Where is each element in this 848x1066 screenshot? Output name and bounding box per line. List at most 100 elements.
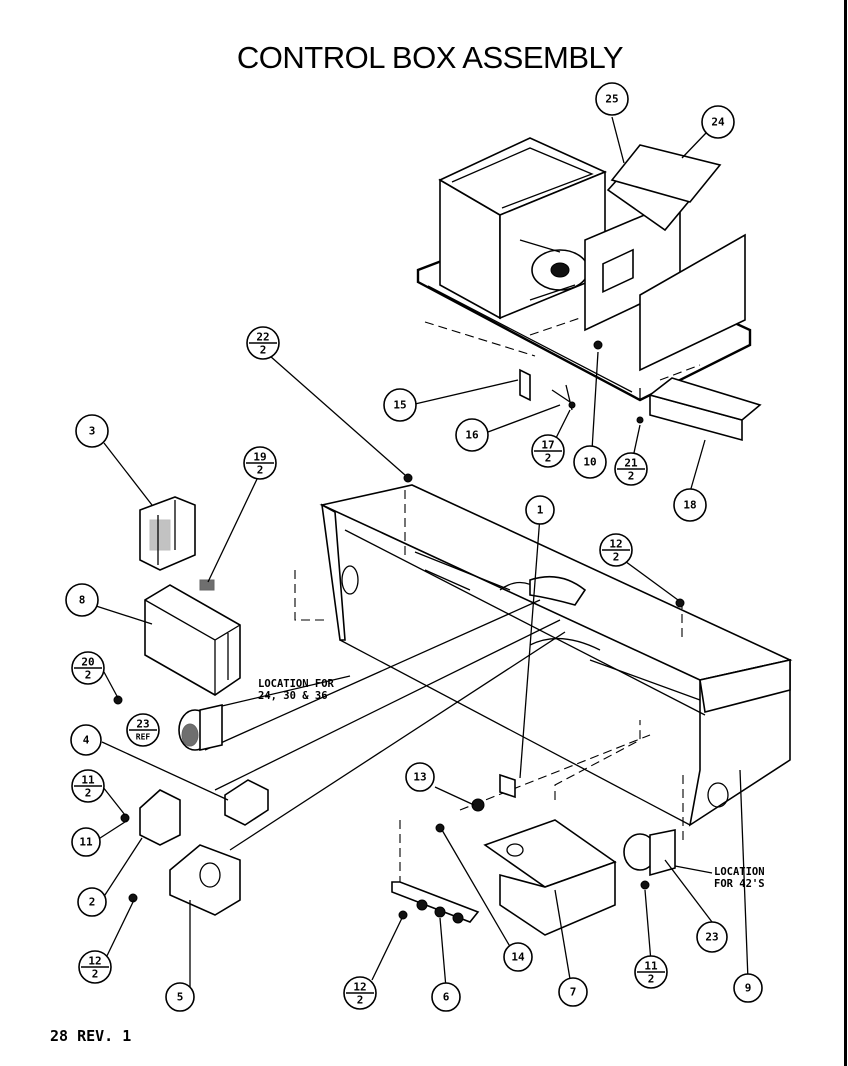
callout-part-number: 15 xyxy=(393,399,406,412)
part-callout: 14 xyxy=(503,942,533,972)
part-callout: 5 xyxy=(165,982,195,1012)
callout-circle xyxy=(733,973,763,1003)
part-callout: 24 xyxy=(701,105,735,139)
callout-quantity: 2 xyxy=(613,551,620,564)
page-border xyxy=(844,0,847,1066)
note-line: LOCATION xyxy=(714,866,765,878)
part-callout: 6 xyxy=(431,982,461,1012)
callout-part-number: 12 xyxy=(88,955,101,968)
part-callout: 3 xyxy=(75,414,109,448)
location-note-24-30-36: LOCATION FOR 24, 30 & 36 xyxy=(258,678,335,702)
part-callout: 13 xyxy=(405,762,435,792)
callout-circle xyxy=(77,887,107,917)
location-note-42: LOCATION FOR 42'S xyxy=(714,866,765,890)
callout-quantity: 2 xyxy=(260,344,267,357)
callout-quantity: REF xyxy=(136,733,151,742)
part-callout: 122 xyxy=(78,950,112,984)
callout-circle xyxy=(558,977,588,1007)
part-callout: 172 xyxy=(531,434,565,468)
callout-circle xyxy=(70,724,102,756)
callout-part-number: 7 xyxy=(570,986,577,999)
part-callout: 212 xyxy=(614,452,648,486)
part-callout: 112 xyxy=(634,955,668,989)
callout-part-number: 17 xyxy=(541,439,554,452)
part-callout: 4 xyxy=(70,724,102,756)
part-callout: 11 xyxy=(71,827,101,857)
callout-part-number: 11 xyxy=(81,774,95,787)
note-line: 24, 30 & 36 xyxy=(258,690,328,702)
part-callout: 1 xyxy=(525,495,555,525)
callout-part-number: 4 xyxy=(83,734,90,747)
callout-quantity: 2 xyxy=(545,452,552,465)
callout-part-number: 8 xyxy=(79,594,86,607)
callout-part-number: 16 xyxy=(465,429,479,442)
part-callout: 10 xyxy=(573,445,607,479)
callout-quantity: 2 xyxy=(628,470,635,483)
part-callout: 112 xyxy=(71,769,105,803)
callout-circle xyxy=(165,982,195,1012)
callout-circle xyxy=(595,82,629,116)
callout-part-number: 11 xyxy=(79,836,93,849)
callout-part-number: 5 xyxy=(177,991,184,1004)
part-callout: 16 xyxy=(455,418,489,452)
callout-circle xyxy=(525,495,555,525)
callout-part-number: 23 xyxy=(136,718,149,731)
callout-quantity: 2 xyxy=(357,994,364,1007)
callout-part-number: 13 xyxy=(413,771,426,784)
callout-quantity: 2 xyxy=(85,787,92,800)
leader-lines xyxy=(95,116,749,992)
callout-part-number: 12 xyxy=(609,538,622,551)
note-line: LOCATION FOR xyxy=(258,678,335,690)
part-callout: 222 xyxy=(246,326,280,360)
callout-circle xyxy=(75,414,109,448)
part-callout: 15 xyxy=(383,388,417,422)
callout-part-number: 20 xyxy=(81,656,94,669)
part-callout: 122 xyxy=(343,976,377,1010)
part-callout: 8 xyxy=(65,583,99,617)
callout-circle xyxy=(383,388,417,422)
part-callout: 18 xyxy=(673,488,707,522)
revision-label: 28 REV. 1 xyxy=(50,1027,132,1045)
callout-part-number: 24 xyxy=(711,116,725,129)
part-callout: 25 xyxy=(595,82,629,116)
callout-circle xyxy=(573,445,607,479)
callout-part-number: 18 xyxy=(683,499,696,512)
callout-circle xyxy=(431,982,461,1012)
part-callout: 9 xyxy=(733,973,763,1003)
callout-quantity: 2 xyxy=(85,669,92,682)
part-callout: 122 xyxy=(599,533,633,567)
part-callout: 23 xyxy=(696,921,728,953)
callout-circle xyxy=(503,942,533,972)
callout-part-number: 9 xyxy=(745,982,752,995)
callout-part-number: 10 xyxy=(583,456,596,469)
air-handler-unit-drawing xyxy=(416,137,762,442)
callout-circle xyxy=(65,583,99,617)
control-box-chassis-drawing xyxy=(204,484,793,885)
part-callout: 202 xyxy=(71,651,105,685)
note-line: FOR 42'S xyxy=(714,878,765,890)
callout-circle xyxy=(673,488,707,522)
control-components-drawing xyxy=(113,340,685,936)
callout-part-number: 11 xyxy=(644,960,658,973)
callout-circle xyxy=(405,762,435,792)
callout-part-number: 1 xyxy=(537,504,544,517)
callout-circle xyxy=(455,418,489,452)
part-callout: 2 xyxy=(77,887,107,917)
callout-part-number: 19 xyxy=(253,451,266,464)
callout-quantity: 2 xyxy=(92,968,99,981)
callout-circle xyxy=(71,827,101,857)
callout-part-number: 21 xyxy=(624,457,638,470)
part-callout: 7 xyxy=(558,977,588,1007)
callout-quantity: 2 xyxy=(257,464,264,477)
callout-part-number: 3 xyxy=(89,425,96,438)
callout-part-number: 23 xyxy=(705,931,718,944)
callout-part-number: 14 xyxy=(511,951,525,964)
diagram-title: CONTROL BOX ASSEMBLY xyxy=(236,40,624,75)
callout-part-number: 6 xyxy=(443,991,450,1004)
callout-part-number: 2 xyxy=(89,896,96,909)
callout-circle xyxy=(696,921,728,953)
